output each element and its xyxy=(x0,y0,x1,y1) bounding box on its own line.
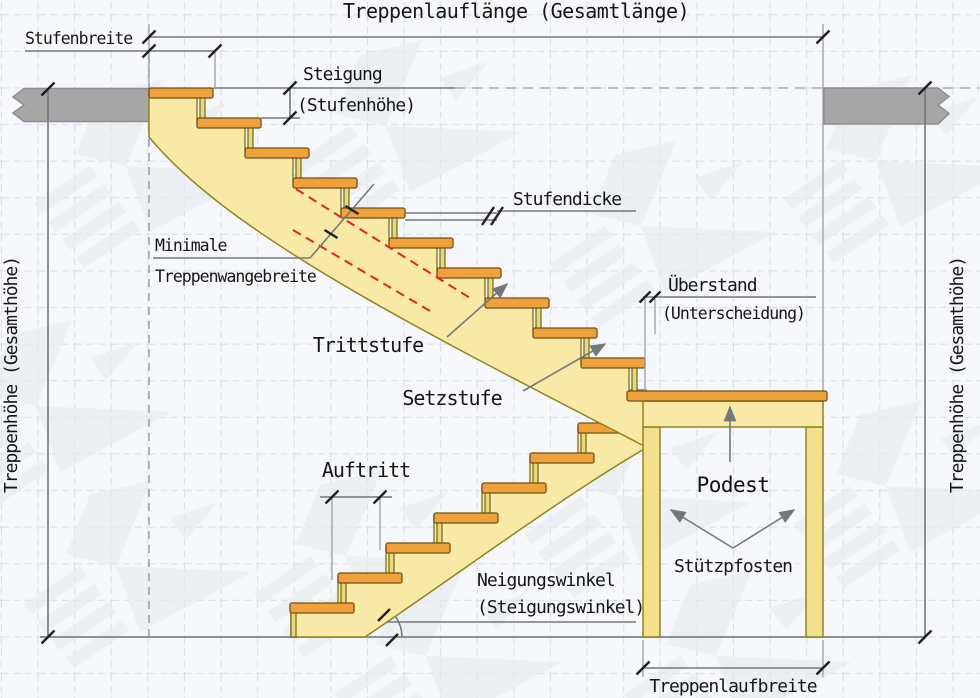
left-floor-slab xyxy=(11,87,151,123)
dim-treppenlauflaenge xyxy=(141,24,831,88)
riser xyxy=(580,431,587,455)
podest-beam xyxy=(642,400,824,428)
dim-steigung xyxy=(213,80,455,126)
label-podest: Podest xyxy=(697,473,770,497)
dim-minimale-treppenwangebreite xyxy=(153,183,375,259)
tread xyxy=(289,602,355,614)
dim-ueberstand xyxy=(638,290,816,389)
dim-treppenhoehe-rechts xyxy=(917,80,933,645)
riser xyxy=(388,551,395,575)
tread xyxy=(196,117,262,129)
tread xyxy=(484,297,550,309)
label-stufenbreite: Stufenbreite xyxy=(25,29,132,48)
riser xyxy=(391,216,398,241)
tread xyxy=(244,147,310,159)
label-treppenhoehe-links: Treppenhöhe (Gesamthöhe) xyxy=(1,257,22,493)
stuetzpfosten-arrows xyxy=(669,509,796,549)
riser xyxy=(247,126,254,151)
tread xyxy=(385,542,451,554)
label-stufendicke: Stufendicke xyxy=(513,189,621,210)
tread xyxy=(580,357,646,369)
riser xyxy=(340,581,347,605)
riser xyxy=(484,491,491,515)
tread xyxy=(532,327,598,339)
label-treppenwangebreite: Treppenwangebreite xyxy=(155,267,316,286)
tread xyxy=(388,237,454,249)
dim-stufendicke xyxy=(405,206,636,226)
label-trittstufe: Trittstufe xyxy=(313,333,423,357)
riser xyxy=(583,336,590,361)
tread xyxy=(337,572,403,584)
label-ueberstand: Überstand xyxy=(668,274,757,296)
setzstufe-arrow xyxy=(522,343,607,392)
tread xyxy=(436,267,502,279)
riser xyxy=(295,156,302,181)
label-minimale: Minimale xyxy=(155,236,227,255)
riser xyxy=(290,611,297,638)
left-support-post xyxy=(642,426,661,638)
min-stringer-width-upper-redline xyxy=(295,188,471,299)
riser xyxy=(199,96,206,121)
landing-podest xyxy=(626,390,828,638)
label-setzstufe: Setzstufe xyxy=(402,386,501,410)
label-steigung: Steigung xyxy=(303,64,382,85)
diagram-title: Treppenlauflänge (Gesamtlänge) xyxy=(343,0,689,23)
riser xyxy=(631,366,638,394)
label-auftritt: Auftritt xyxy=(322,458,410,482)
tread xyxy=(481,482,547,494)
label-neigungswinkel: Neigungswinkel xyxy=(477,570,615,591)
riser xyxy=(436,521,443,545)
tread xyxy=(148,87,214,99)
riser xyxy=(535,306,542,331)
label-unterscheidung: (Unterscheidung) xyxy=(662,304,805,323)
dim-stufenbreite xyxy=(25,43,223,87)
right-floor-slab xyxy=(823,87,951,125)
label-stuetzpfosten: Stützpfosten xyxy=(674,556,792,577)
dim-auftritt xyxy=(320,489,392,580)
tread xyxy=(292,177,358,189)
dim-treppenhoehe-links xyxy=(40,81,56,645)
dim-treppenlaufbreite xyxy=(635,640,831,677)
riser xyxy=(439,246,446,271)
riser xyxy=(532,461,539,485)
dim-neigungswinkel xyxy=(377,608,636,647)
trittstufe-arrow xyxy=(446,282,509,338)
min-stringer-width-lower-redline xyxy=(292,229,431,312)
podest-top-board xyxy=(626,390,828,402)
label-stufenhoehe: (Stufenhöhe) xyxy=(297,95,415,116)
label-steigungswinkel: (Steigungswinkel) xyxy=(477,597,644,618)
upper-flight-treads xyxy=(148,87,646,369)
label-treppenhoehe-rechts: Treppenhöhe (Gesamthöhe) xyxy=(947,257,968,493)
label-treppenlaufbreite: Treppenlaufbreite xyxy=(649,676,816,697)
right-support-post xyxy=(805,426,824,638)
tread xyxy=(433,512,499,524)
tread xyxy=(529,452,595,464)
